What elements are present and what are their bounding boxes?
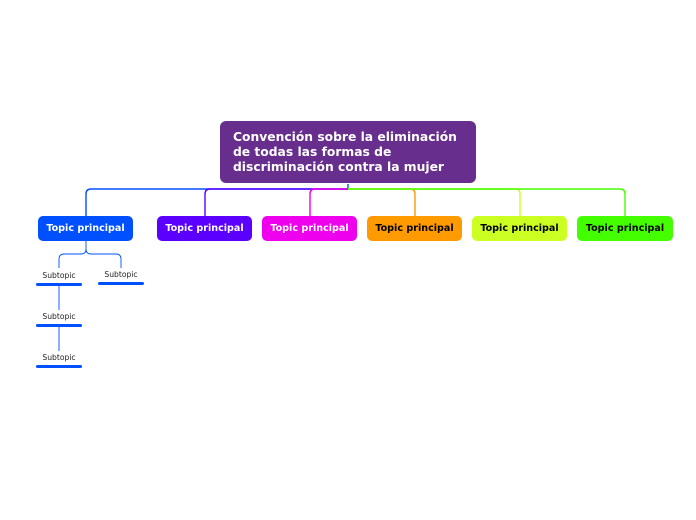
subtopic-underline [98, 282, 144, 285]
subtopic-label: Subtopic [42, 312, 76, 321]
main-topic-label: Topic principal [165, 223, 244, 234]
subtopic-underline [36, 324, 82, 327]
central-topic-line-3: discriminación contra la mujer [233, 160, 444, 174]
main-topic-label: Topic principal [375, 223, 454, 234]
connector-topic-4 [348, 188, 416, 216]
connector-topic-5 [348, 188, 521, 216]
subtopic-underline [36, 365, 82, 368]
connector-topic-2 [204, 188, 348, 216]
connector-topic-3 [309, 188, 348, 216]
main-topic-2[interactable]: Topic principal [157, 216, 252, 241]
subtopic-3[interactable]: Subtopic [36, 311, 82, 327]
subtopic-label: Subtopic [42, 353, 76, 362]
main-topic-1[interactable]: Topic principal [38, 216, 133, 241]
subtopic-label: Subtopic [104, 270, 138, 279]
main-topic-3[interactable]: Topic principal [262, 216, 357, 241]
connector-topic-1 [85, 184, 349, 216]
main-topic-label: Topic principal [480, 223, 559, 234]
central-topic[interactable]: Convención sobre la eliminación de todas… [220, 121, 476, 183]
main-topic-label: Topic principal [270, 223, 349, 234]
main-topic-4[interactable]: Topic principal [367, 216, 462, 241]
connector-subtopic-2 [85, 248, 122, 268]
subtopic-4[interactable]: Subtopic [36, 352, 82, 368]
main-topic-label: Topic principal [585, 223, 665, 234]
connector-topic-6 [348, 188, 626, 216]
central-topic-line-1: Convención sobre la eliminación [233, 130, 457, 144]
main-topic-6[interactable]: Topic principal [577, 216, 673, 241]
main-topic-label: Topic principal [46, 223, 125, 234]
connector-subtopic-1 [58, 241, 87, 268]
subtopic-1[interactable]: Subtopic [36, 270, 82, 286]
central-topic-line-2: de todas las formas de [233, 145, 392, 159]
subtopic-2[interactable]: Subtopic [98, 269, 144, 285]
main-topic-5[interactable]: Topic principal [472, 216, 567, 241]
subtopic-label: Subtopic [42, 271, 76, 280]
subtopic-underline [36, 283, 82, 286]
